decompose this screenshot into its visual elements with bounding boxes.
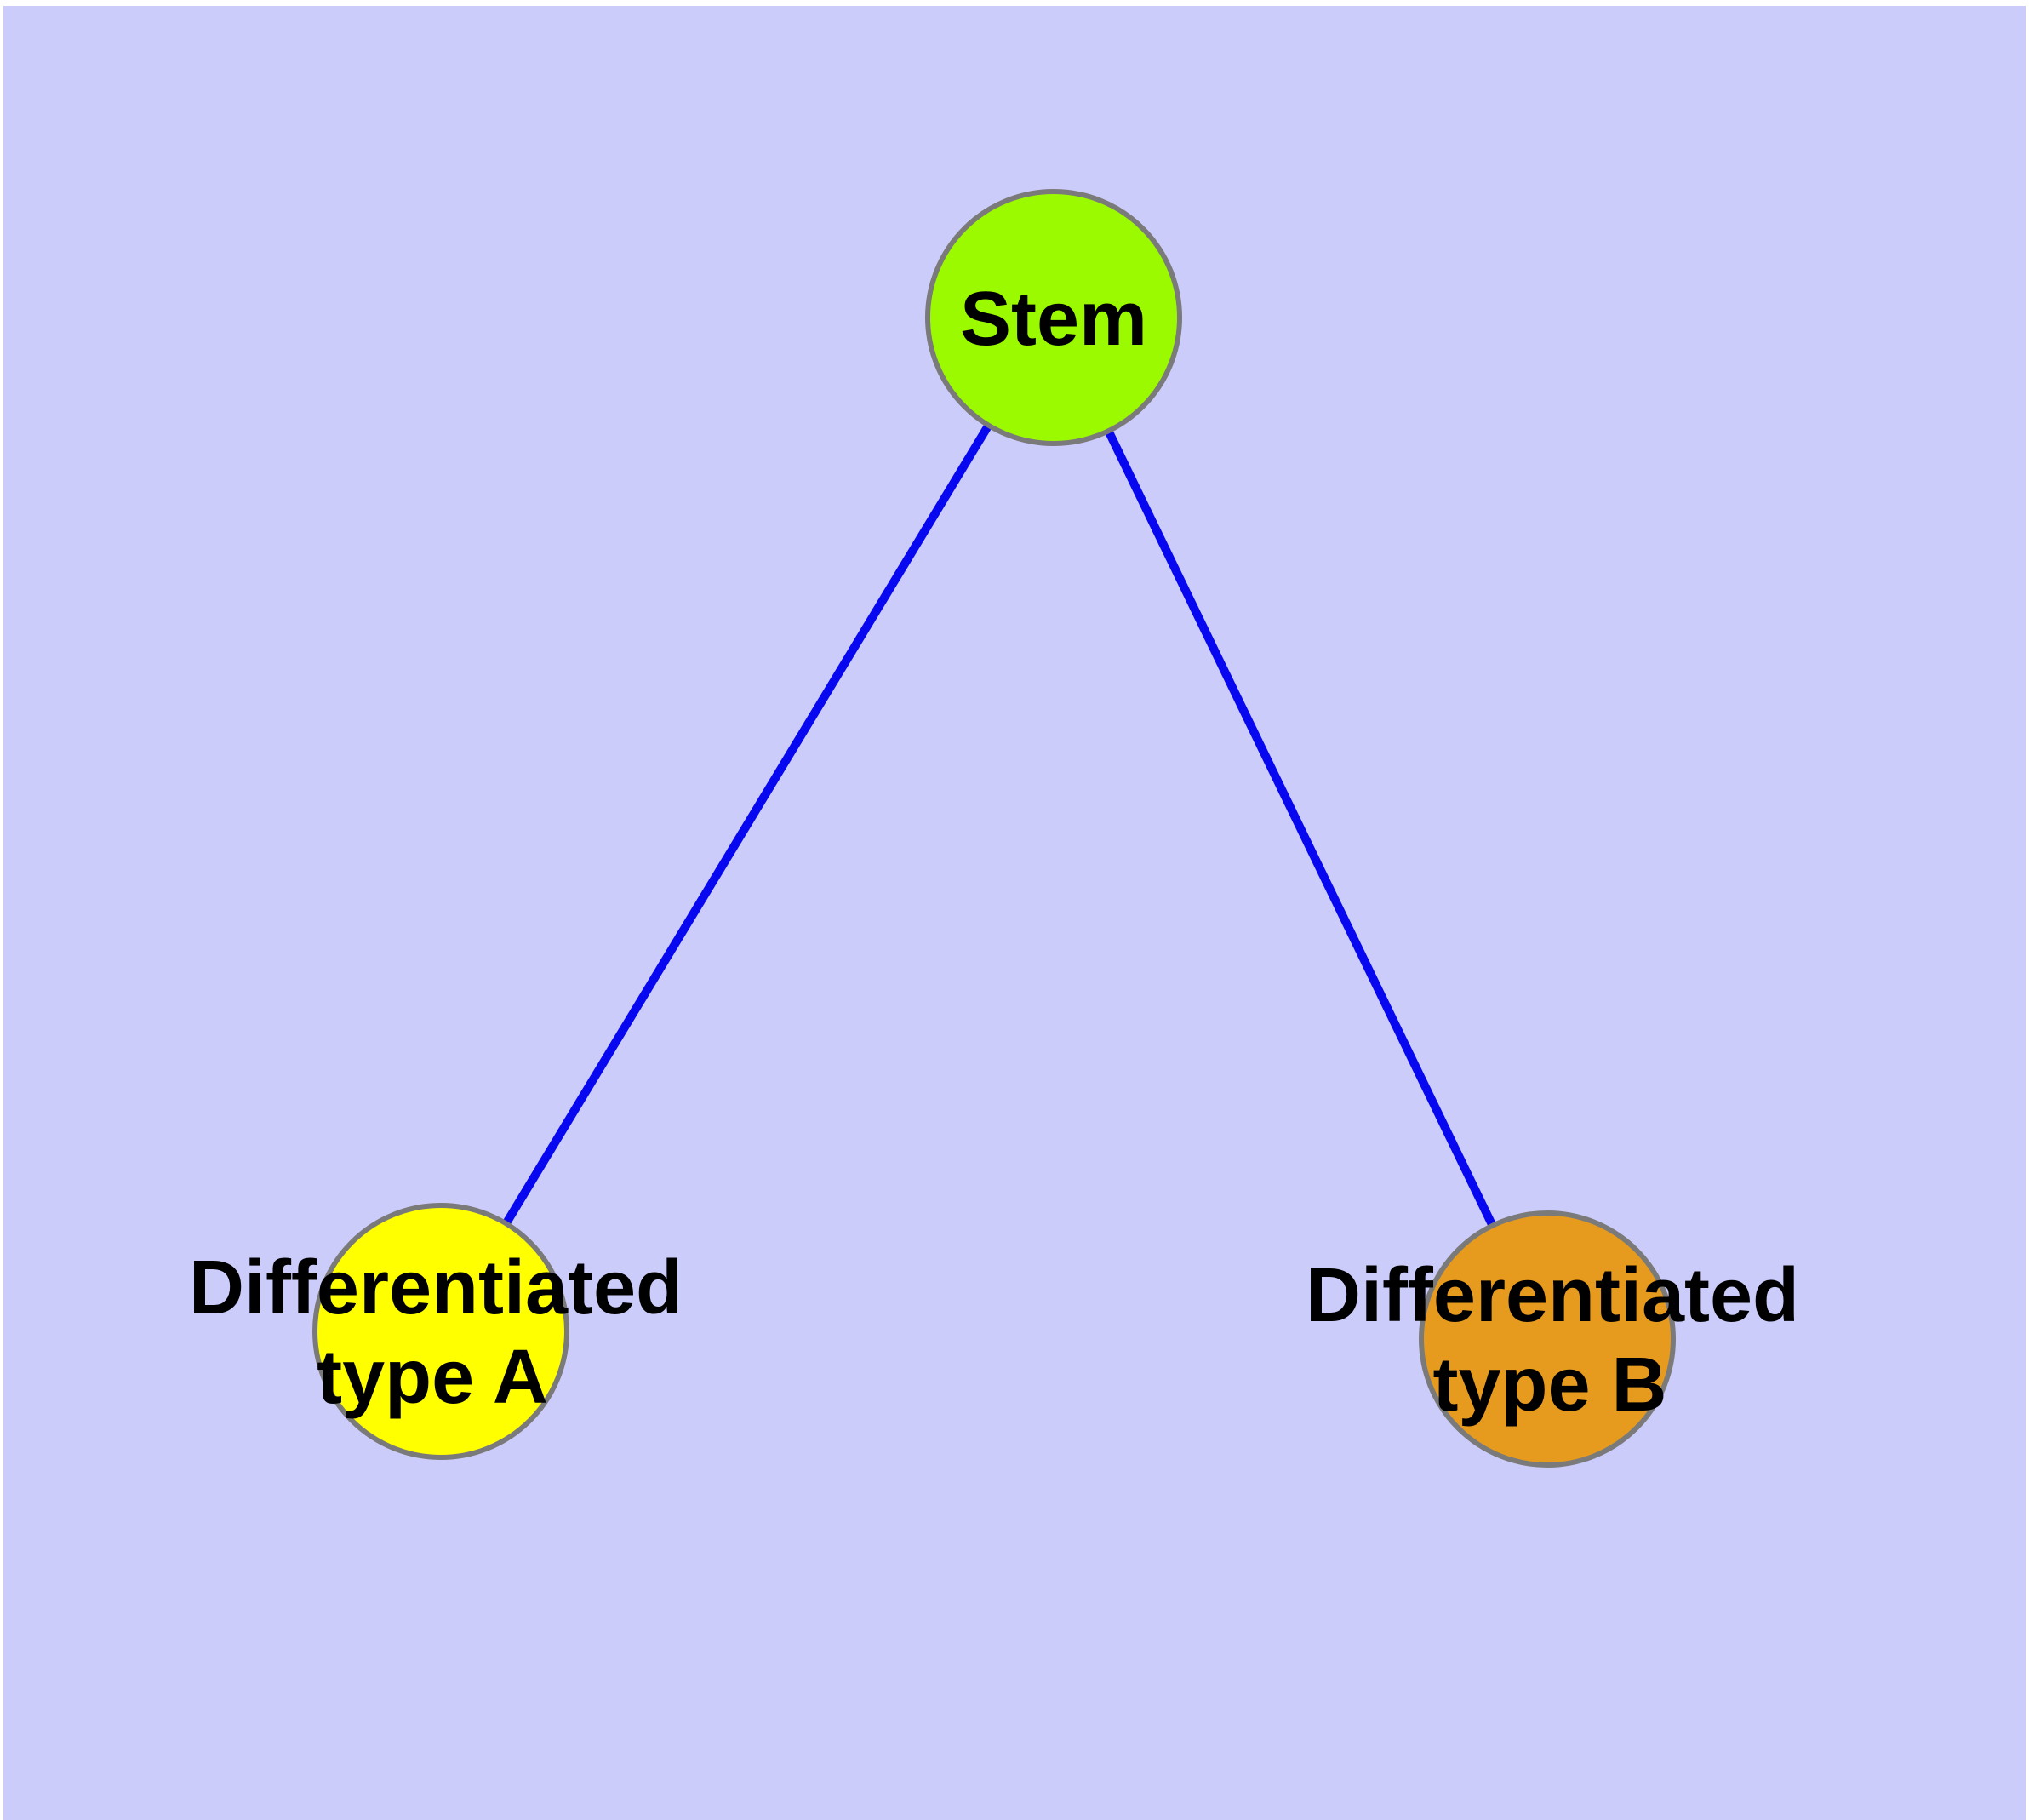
edge-stem-to-type-a bbox=[437, 315, 1058, 1334]
differentiated-type-b-label-line1: Differentiated bbox=[1306, 1253, 1799, 1338]
differentiated-type-a-node bbox=[312, 1203, 569, 1460]
differentiated-type-a-label-line1: Differentiated bbox=[189, 1245, 683, 1331]
differentiated-type-b-node bbox=[1419, 1210, 1676, 1468]
edge-stem-to-type-b bbox=[1049, 315, 1552, 1342]
differentiated-type-b-label-line2: type B bbox=[1432, 1342, 1666, 1428]
stem-node-label: Stem bbox=[960, 277, 1147, 362]
stem-node bbox=[925, 189, 1182, 446]
differentiated-type-a-label-line2: type A bbox=[317, 1335, 548, 1420]
